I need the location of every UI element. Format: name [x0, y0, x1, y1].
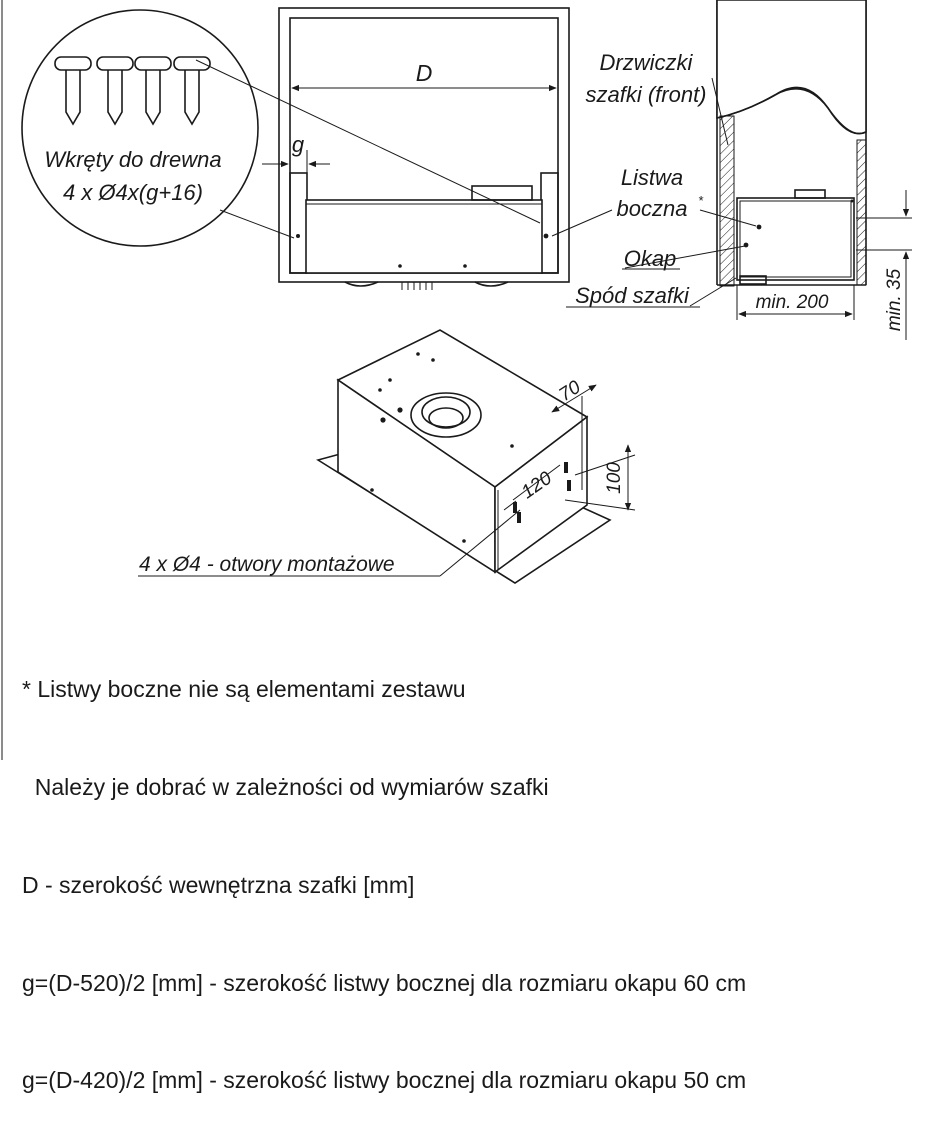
mounting-holes-label: 4 x Ø4 - otwory montażowe: [139, 553, 395, 576]
dimension-g-label: g: [292, 132, 305, 157]
isometric-view: [138, 329, 636, 584]
screws-label-line1: Wkręty do drewna: [44, 147, 221, 172]
door-label-line1: Drzwiczki: [600, 50, 694, 75]
side-view: [624, 0, 912, 340]
screw-icon: [54, 56, 92, 126]
strip-label-star: *: [698, 193, 704, 208]
min35-label: min. 35: [884, 268, 905, 331]
note-line: D - szerokość wewnętrzna szafki [mm]: [22, 871, 415, 898]
screw-icon: [96, 56, 134, 126]
note-line: g=(D-520)/2 [mm] - szerokość listwy bocz…: [22, 969, 747, 996]
screw-icon: [134, 56, 172, 126]
screws-callout: [21, 9, 259, 247]
note-line: * Listwy boczne nie są elementami zestaw…: [22, 676, 466, 703]
min200-label: min. 200: [756, 292, 829, 313]
screws-label-line2: 4 x Ø4x(g+16): [63, 180, 203, 205]
front-view: [195, 7, 613, 290]
notes-block: * Listwy boczne nie są elementami zestaw…: [22, 608, 746, 1130]
dim100-label: 100: [604, 462, 625, 494]
cabinet-bottom-label: Spód szafki: [575, 283, 690, 308]
dimension-d-label: D: [416, 60, 433, 86]
note-line: g=(D-420)/2 [mm] - szerokość listwy bocz…: [22, 1067, 747, 1094]
screw-icon: [173, 56, 211, 126]
strip-label-line1: Listwa: [621, 165, 683, 190]
note-line: Należy je dobrać w zależności od wymiaró…: [22, 773, 549, 800]
installation-diagram: D g Wkręty do drewna 4 x Ø4x(g+16) Drzwi…: [1, 0, 912, 760]
door-label-line2: szafki (front): [585, 82, 706, 107]
hood-label: Okap: [624, 246, 677, 271]
strip-label-line2: boczna: [617, 196, 688, 221]
